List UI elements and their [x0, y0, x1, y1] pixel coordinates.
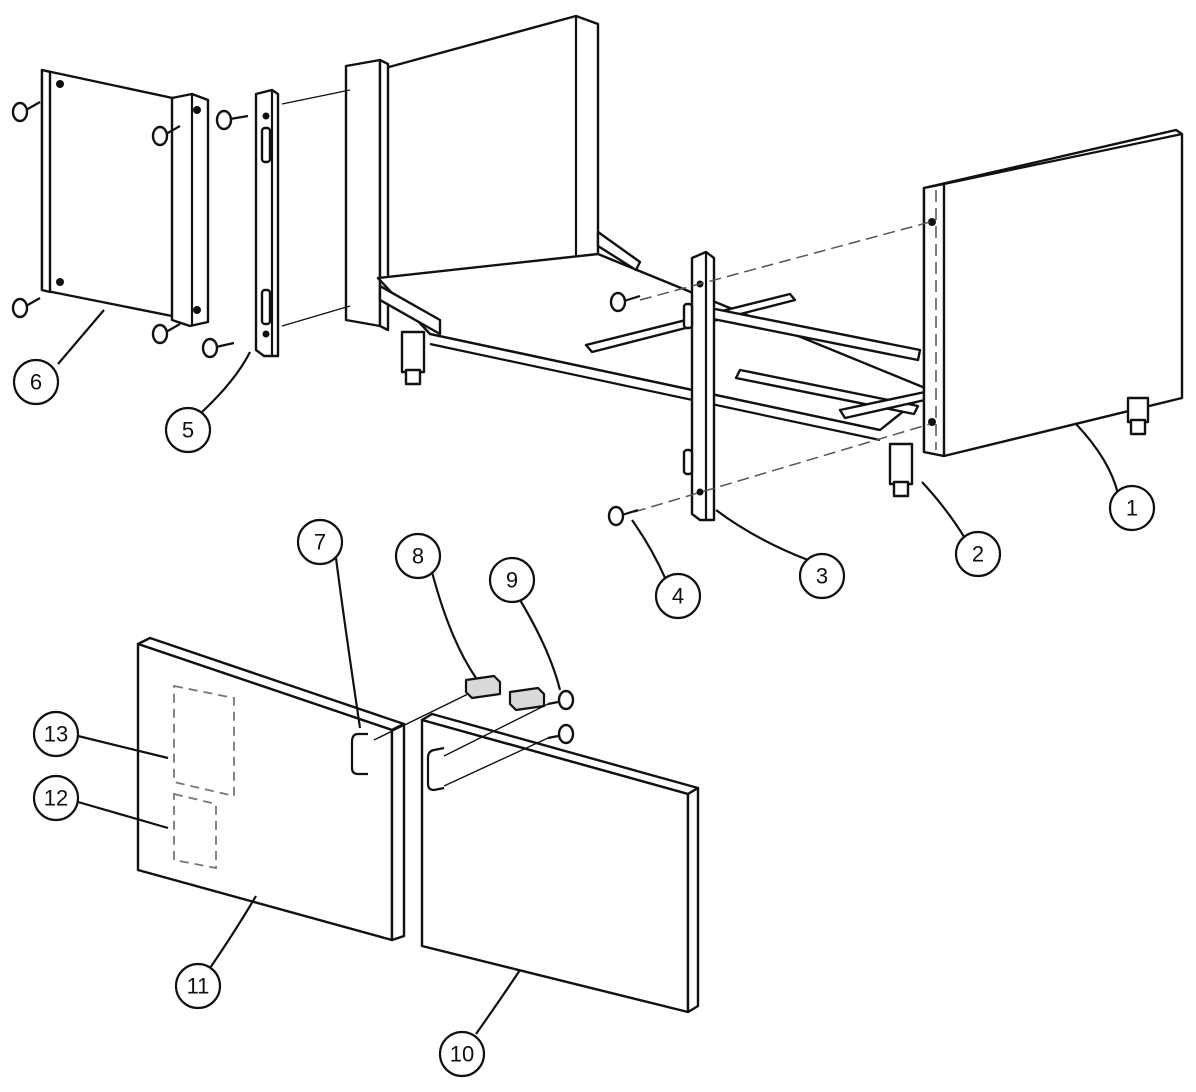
- callout-label: 10: [450, 1042, 474, 1067]
- screw-icon: [201, 337, 235, 359]
- callout-label: 9: [506, 568, 518, 593]
- screw-icon: [151, 323, 181, 345]
- screw-icon: [609, 291, 641, 313]
- screw-icon: [151, 125, 181, 147]
- callout-5: 5: [164, 406, 212, 454]
- screw-icon: [11, 297, 41, 319]
- divider-post: [682, 250, 716, 522]
- callout-11: 11: [174, 962, 222, 1010]
- callout-label: 11: [187, 974, 210, 999]
- callout-8: 8: [394, 532, 442, 580]
- callout-9: 9: [488, 556, 536, 604]
- callout-6: 6: [12, 358, 60, 406]
- callout-label: 3: [816, 564, 828, 589]
- callout-7: 7: [296, 518, 344, 566]
- screw-icon: [547, 689, 575, 711]
- callout-label: 13: [44, 722, 68, 747]
- screw-icon: [215, 109, 249, 131]
- callout-2: 2: [954, 530, 1002, 578]
- side-panel-left: [40, 68, 210, 328]
- leader-lines: [57, 309, 1120, 1035]
- screw-icon: [607, 505, 639, 527]
- left-post: [254, 88, 280, 358]
- callout-label: 2: [972, 542, 984, 567]
- door-left: [136, 636, 406, 942]
- callout-1: 1: [1108, 484, 1156, 532]
- side-panel-right: [922, 128, 1184, 458]
- callout-label: 6: [30, 370, 42, 395]
- alignment-lines: [281, 89, 931, 513]
- callout-3: 3: [798, 552, 846, 600]
- callout-label: 1: [1126, 496, 1138, 521]
- callout-label: 4: [672, 584, 684, 609]
- callout-label: 12: [44, 786, 68, 811]
- callout-label: 7: [314, 530, 326, 555]
- callout-12: 12: [32, 774, 80, 822]
- door-alignment-lines: [373, 693, 549, 787]
- screws: [11, 101, 641, 745]
- callout-label: 5: [182, 418, 194, 443]
- callout-4: 4: [654, 572, 702, 620]
- screw-icon: [547, 723, 575, 745]
- callout-label: 8: [412, 544, 424, 569]
- screw-icon: [11, 101, 41, 123]
- cabinet-frame: [344, 14, 932, 498]
- door-right: [420, 712, 700, 1014]
- magnet-catches: [464, 674, 546, 712]
- callout-10: 10: [438, 1030, 486, 1078]
- callout-13: 13: [32, 710, 80, 758]
